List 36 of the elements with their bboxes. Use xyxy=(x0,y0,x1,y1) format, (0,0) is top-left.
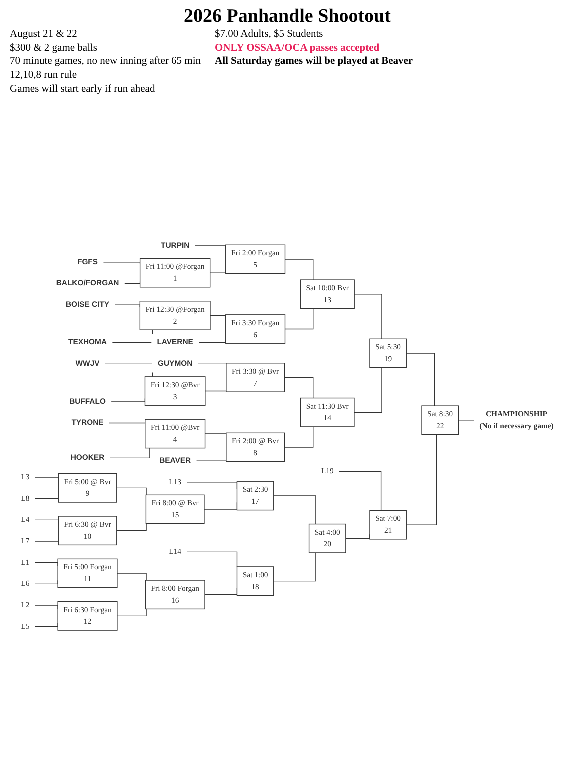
connector xyxy=(124,282,141,284)
connector xyxy=(284,378,314,399)
connector xyxy=(186,552,238,568)
connector xyxy=(458,420,474,421)
connector xyxy=(117,609,147,617)
connector xyxy=(274,552,316,582)
connector xyxy=(116,524,147,532)
connector xyxy=(117,573,147,582)
note-text: $7.00 Adults, $5 Students xyxy=(215,28,324,42)
connector xyxy=(103,262,141,265)
connector xyxy=(274,496,316,525)
date-subtitle: August 21 & 22 xyxy=(10,28,78,42)
connector xyxy=(116,488,147,496)
connector xyxy=(114,304,141,308)
connector xyxy=(354,294,382,340)
connector xyxy=(284,308,314,330)
connector xyxy=(354,368,382,414)
connector xyxy=(406,434,438,526)
connector xyxy=(104,364,153,378)
note-text: $300 & 2 game balls xyxy=(10,42,98,56)
connector xyxy=(284,426,314,448)
note-text: ONLY OSSAA/OCA passes accepted xyxy=(215,42,381,56)
connector xyxy=(196,458,227,462)
connector xyxy=(210,270,226,274)
title: 2026 Panhandle Shootout xyxy=(183,6,392,28)
note-text: All Saturday games will be played at Beaver xyxy=(215,55,414,69)
connector xyxy=(194,246,226,250)
connector xyxy=(339,472,382,512)
connector xyxy=(406,353,436,407)
note-text: 70 minute games, no new inning after 65 min xyxy=(10,55,202,69)
connector xyxy=(110,448,150,459)
note-text: 12,10,8 run rule xyxy=(10,68,78,83)
connector xyxy=(198,340,226,344)
note-text: Games will start early if run ahead xyxy=(10,82,156,96)
connector xyxy=(284,259,314,281)
connector xyxy=(111,398,146,402)
